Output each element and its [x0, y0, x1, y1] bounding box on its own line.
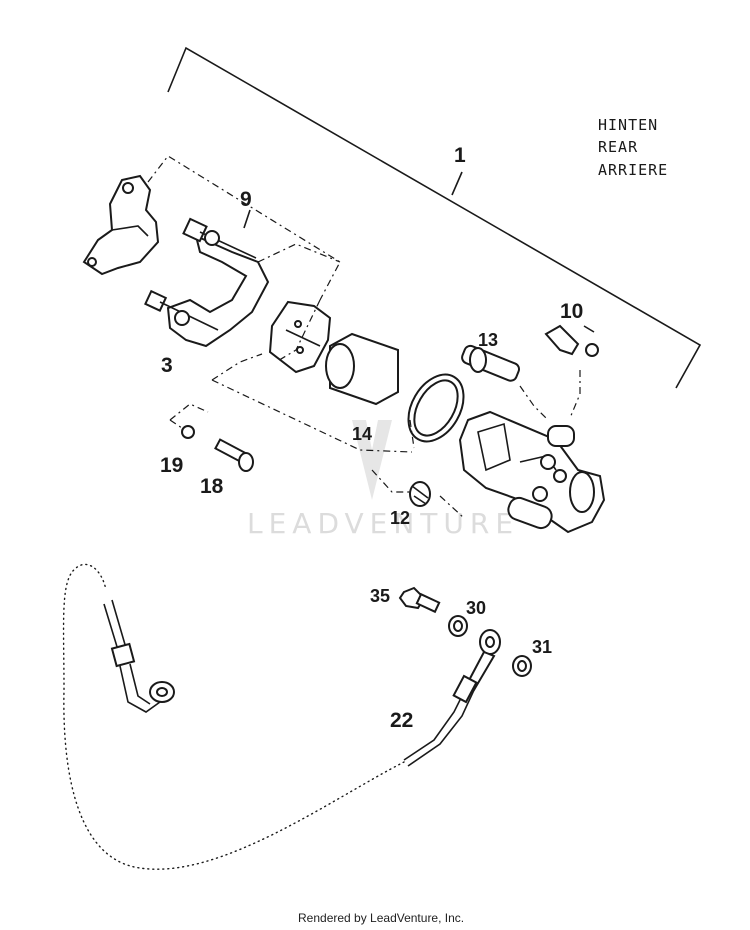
copper-washers: [448, 615, 532, 677]
assembly-bracket: [167, 46, 702, 389]
legend-line-3: ARRIERE: [598, 161, 668, 179]
brake-hose: [62, 563, 501, 870]
bleed-valve: [544, 324, 599, 357]
watermark: LEADVENTURE: [247, 420, 519, 540]
callout-18: 18: [200, 475, 224, 498]
callout-14: 14: [352, 424, 372, 444]
boot: [409, 481, 431, 507]
assembly-lines: [169, 243, 581, 519]
callout-31: 31: [532, 637, 552, 657]
pad-bracket: [147, 155, 341, 301]
brake-pad-left: [82, 174, 160, 276]
callout-13: 13: [478, 330, 498, 350]
callout-30: 30: [466, 598, 486, 618]
callout-12: 12: [390, 508, 410, 528]
callout-22: 22: [390, 709, 413, 732]
callout-1: 1: [454, 144, 466, 167]
slide-pin: [461, 344, 521, 382]
callout-35: 35: [370, 586, 390, 606]
callout-3: 3: [161, 354, 173, 377]
callout-10: 10: [560, 300, 583, 323]
banjo-bolt: [398, 586, 441, 614]
caliper-body: [458, 410, 606, 534]
callout-19: 19: [160, 454, 183, 477]
callout-9: 9: [240, 188, 252, 211]
seal-ring: [407, 373, 465, 443]
legend-line-1: HINTEN: [598, 116, 658, 134]
brake-pad-right: [268, 300, 332, 374]
callout-labels: 1 9 3 10 13 14 19 18 12 35 30 31 22: [160, 144, 583, 732]
legend-line-2: REAR: [598, 138, 638, 156]
footer-credit: Rendered by LeadVenture, Inc.: [298, 911, 464, 925]
washer: [181, 425, 195, 439]
position-legend: HINTEN REAR ARRIERE: [598, 116, 668, 179]
caliper-bracket: [144, 217, 270, 348]
piston: [325, 332, 399, 406]
bolt: [214, 438, 254, 472]
watermark-text: LEADVENTURE: [247, 507, 519, 540]
